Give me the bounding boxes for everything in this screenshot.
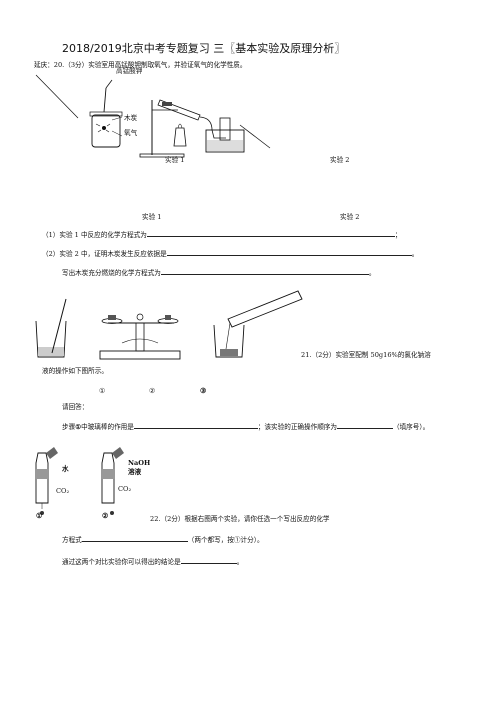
answer-blank-1[interactable]: [146, 230, 395, 237]
bottle2-number: ②: [102, 511, 109, 520]
reagent-label: 高锰酸钾: [116, 67, 143, 75]
q20-item1: （1）实验 1 中反应的化学方程式为；: [42, 230, 402, 239]
q21-header: 21.（2分）实验室配制 50g16%的氯化钠溶: [301, 351, 431, 359]
oxygen-label: 氧气: [124, 129, 138, 137]
bottle2-label-line1: NaOH: [128, 459, 151, 467]
bottle1-label: 水: [62, 465, 69, 473]
co2-bottles-figure: [35, 447, 124, 515]
figure-mark-1: ①: [99, 386, 106, 395]
answer-blank-3[interactable]: [160, 268, 369, 275]
q22-line2: 方程式（两个都写，按①计分）。: [62, 535, 264, 544]
q20-item2: （2）实验 2 中，证明木炭发生反应依据是。: [42, 249, 419, 258]
figure-mark-2: ②: [149, 386, 156, 395]
charcoal-label: 木炭: [124, 114, 138, 122]
q22-header: 22.（2分）根据右图两个实验，请你任选一个写出反应的化学: [150, 515, 330, 523]
bottle1-number: ①: [36, 511, 43, 520]
figure-mark-3: ③: [200, 386, 207, 395]
caption-experiment-2b: 实验 2: [340, 213, 360, 221]
page-title: 2018/2019北京中考专题复习 三〖基本实验及原理分析〗: [62, 42, 346, 55]
caption-experiment-2: 实验 2: [330, 156, 350, 164]
caption-experiment-1: 实验 1: [165, 156, 185, 164]
q20-item3: 写出木炭充分燃烧的化学方程式为。: [62, 268, 376, 277]
q21-step: 步骤①中玻璃棒的作用是；该实验的正确操作顺序为（填序号）。: [62, 422, 430, 431]
solution-preparation-figure: [35, 290, 303, 360]
q21-header-line2: 液的操作如下图所示。: [42, 367, 108, 375]
answer-blank-5[interactable]: [336, 422, 393, 429]
q22-line3: 通过这两个对比实验你可以得出的结论是。: [62, 557, 244, 566]
q21-ask: 请回答：: [62, 403, 89, 411]
q20-header: 延庆：20.（3分）实验室用高锰酸钾制取氧气，并验证氧气的化学性质。: [34, 61, 247, 69]
answer-blank-4[interactable]: [133, 422, 258, 429]
answer-blank-2[interactable]: [166, 249, 412, 256]
bottle1-gas: CO₂: [56, 487, 70, 495]
bottle2-gas: CO₂: [118, 485, 132, 493]
answer-blank-7[interactable]: [180, 557, 237, 564]
caption-experiment-1b: 实验 1: [142, 213, 162, 221]
bottle2-label-line2: 溶液: [128, 468, 142, 476]
experiment-apparatus-figure: [35, 74, 271, 158]
answer-blank-6[interactable]: [81, 535, 188, 542]
